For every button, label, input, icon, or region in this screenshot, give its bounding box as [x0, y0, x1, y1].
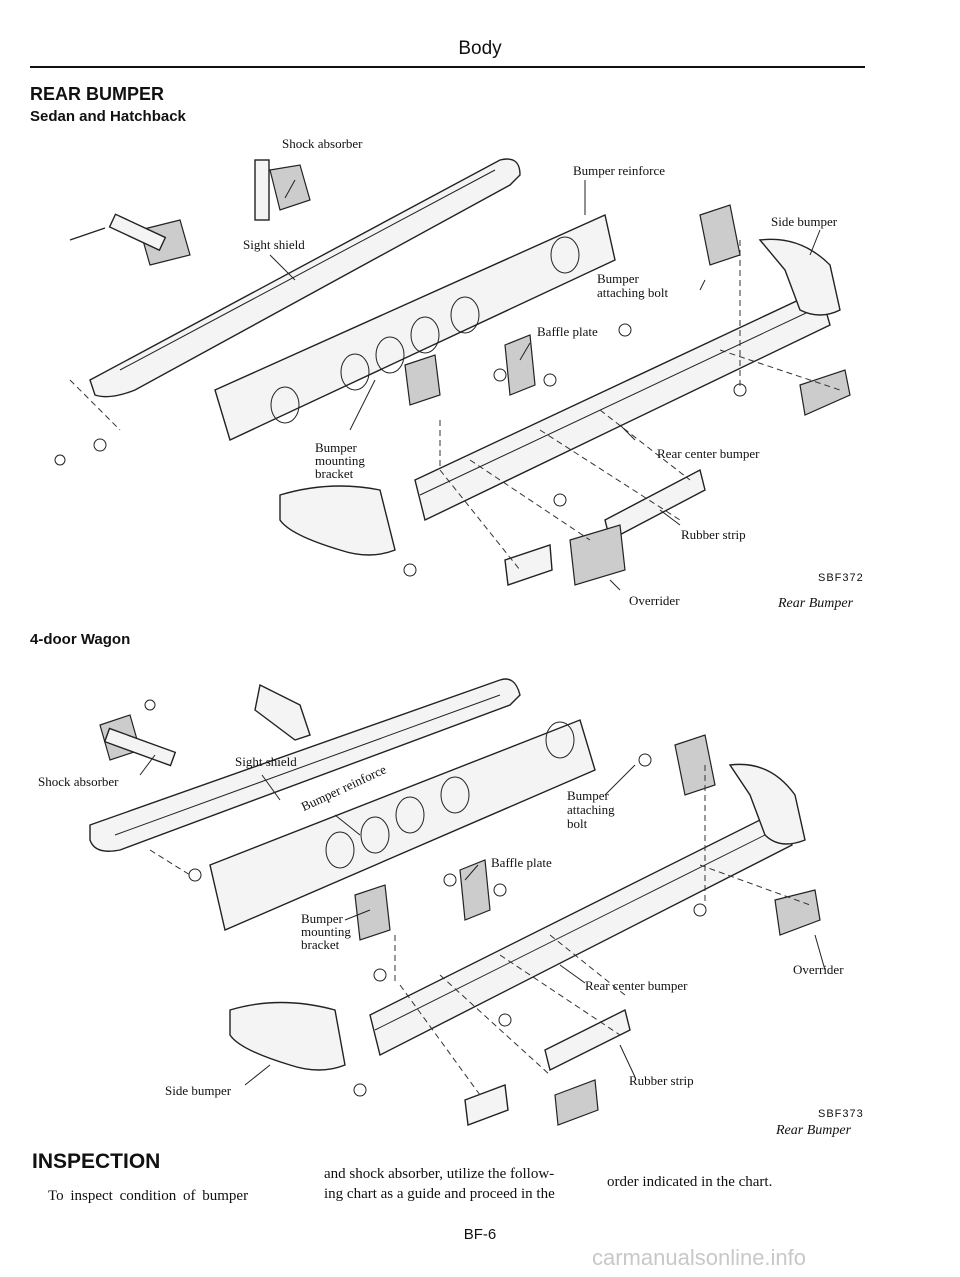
fig1-label-rubber-strip: Rubber strip	[681, 527, 746, 542]
fig2-label-bumper-attaching-3: bolt	[567, 816, 588, 831]
fig1-label-rear-center-bumper: Rear center bumper	[657, 446, 760, 461]
inspection-col3: order indicated in the chart.	[607, 1174, 773, 1190]
fig2-code: SBF373	[818, 1108, 864, 1120]
figure-2-diagram	[89, 678, 826, 1126]
section-title: REAR BUMPER	[30, 84, 165, 104]
inspection-col2-line1: and shock absorber, utilize the follow-	[324, 1166, 555, 1182]
fig2-label-bumper-mounting-1: Bumper	[301, 911, 343, 926]
subsection-wagon: 4-door Wagon	[30, 631, 131, 648]
fig1-label-side-bumper: Side bumper	[771, 214, 838, 229]
figure-1-diagram	[54, 158, 851, 591]
fig2-label-bumper-mounting-2: mounting	[301, 924, 351, 939]
fig1-label-shock-absorber: Shock absorber	[282, 136, 363, 151]
watermark: carmanualsonline.info	[592, 1245, 807, 1270]
fig1-label-bumper-mounting-1: Bumper	[315, 440, 357, 455]
fig1-label-overrider: Overrider	[629, 593, 680, 608]
fig2-label-shock-absorber: Shock absorber	[38, 774, 119, 789]
fig2-label-rear-center-bumper: Rear center bumper	[585, 978, 688, 993]
inspection-col1: To inspect condition of bumper	[48, 1188, 249, 1204]
fig1-label-bumper-mounting-3: bracket	[315, 466, 354, 481]
fig2-label-sight-shield: Sight shield	[235, 754, 297, 769]
fig1-label-bumper-attaching-2: attaching bolt	[597, 285, 669, 300]
fig2-label-side-bumper: Side bumper	[165, 1083, 232, 1098]
fig2-label-bumper-attaching-1: Bumper	[567, 788, 609, 803]
inspection-title: INSPECTION	[32, 1150, 161, 1173]
fig2-label-bumper-attaching-2: attaching	[567, 802, 615, 817]
page-header-title: Body	[458, 38, 502, 59]
fig2-label-baffle-plate: Baffle plate	[491, 855, 552, 870]
header-rule	[30, 66, 865, 68]
page-number: BF-6	[463, 1226, 497, 1243]
fig1-code: SBF372	[818, 572, 864, 584]
fig1-label-bumper-mounting-2: mounting	[315, 453, 365, 468]
fig1-label-bumper-attaching-1: Bumper	[597, 271, 639, 286]
inspection-col2-line2: ing chart as a guide and proceed in the	[324, 1186, 555, 1202]
subsection-sedan: Sedan and Hatchback	[30, 108, 186, 125]
fig2-label-overrider: Overrider	[793, 962, 844, 977]
fig1-label-baffle-plate: Baffle plate	[537, 324, 598, 339]
fig2-caption: Rear Bumper	[776, 1123, 852, 1138]
fig2-label-bumper-mounting-3: bracket	[301, 937, 340, 952]
fig1-label-sight-shield: Sight shield	[243, 237, 305, 252]
fig1-label-bumper-reinforce: Bumper reinforce	[573, 163, 666, 178]
fig2-label-rubber-strip: Rubber strip	[629, 1073, 694, 1088]
fig1-caption: Rear Bumper	[778, 596, 854, 611]
